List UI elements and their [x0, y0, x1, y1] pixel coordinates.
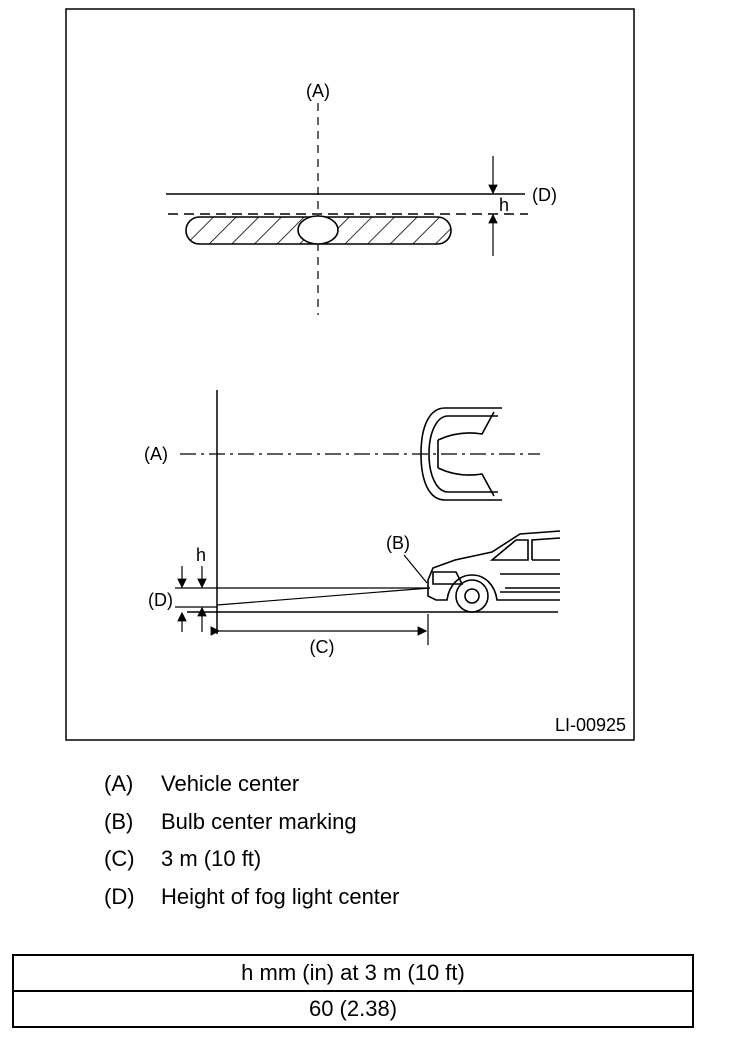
car-side-view — [427, 530, 561, 613]
label-b: (B) — [386, 533, 410, 553]
legend-key: (B) — [104, 808, 134, 834]
legend-text: Height of fog light center — [161, 883, 400, 909]
label-d-side: (D) — [148, 590, 173, 610]
legend-text: Bulb center marking — [161, 808, 357, 834]
legend-key: (A) — [104, 771, 134, 796]
label-c: (C) — [310, 637, 335, 657]
table-row: 60 (2.38) — [12, 990, 694, 1028]
figure-frame — [65, 8, 635, 741]
legend-key: (C) — [104, 846, 135, 871]
label-a-side: (A) — [144, 444, 168, 464]
car-top-view — [420, 407, 502, 501]
label-d-top: (D) — [532, 185, 557, 205]
figure-code: LI-00925 — [555, 715, 626, 735]
label-h-side: h — [196, 545, 206, 565]
screen-view: (A) h (D) — [166, 81, 557, 315]
table-row: h mm (in) at 3 m (10 ft) — [12, 954, 694, 992]
label-h-top: h — [499, 195, 509, 215]
legend-text: 3 m (10 ft) — [161, 846, 262, 871]
label-a-top: (A) — [306, 81, 330, 101]
beam-center-ellipse — [297, 215, 339, 245]
legend-key: (D) — [104, 883, 135, 909]
legend-text: Vehicle center — [161, 771, 300, 796]
bulb-marker-leader — [403, 554, 428, 584]
beam-line — [216, 587, 431, 606]
side-view: (A) (D) h (C) — [144, 390, 561, 657]
table-header-cell: h mm (in) at 3 m (10 ft) — [12, 954, 694, 992]
fog-light-aiming-diagram: (A) h (D) (A) (D) — [65, 8, 635, 741]
spec-table: h mm (in) at 3 m (10 ft) 60 (2.38) — [12, 954, 694, 1028]
table-value-cell: 60 (2.38) — [12, 990, 694, 1028]
